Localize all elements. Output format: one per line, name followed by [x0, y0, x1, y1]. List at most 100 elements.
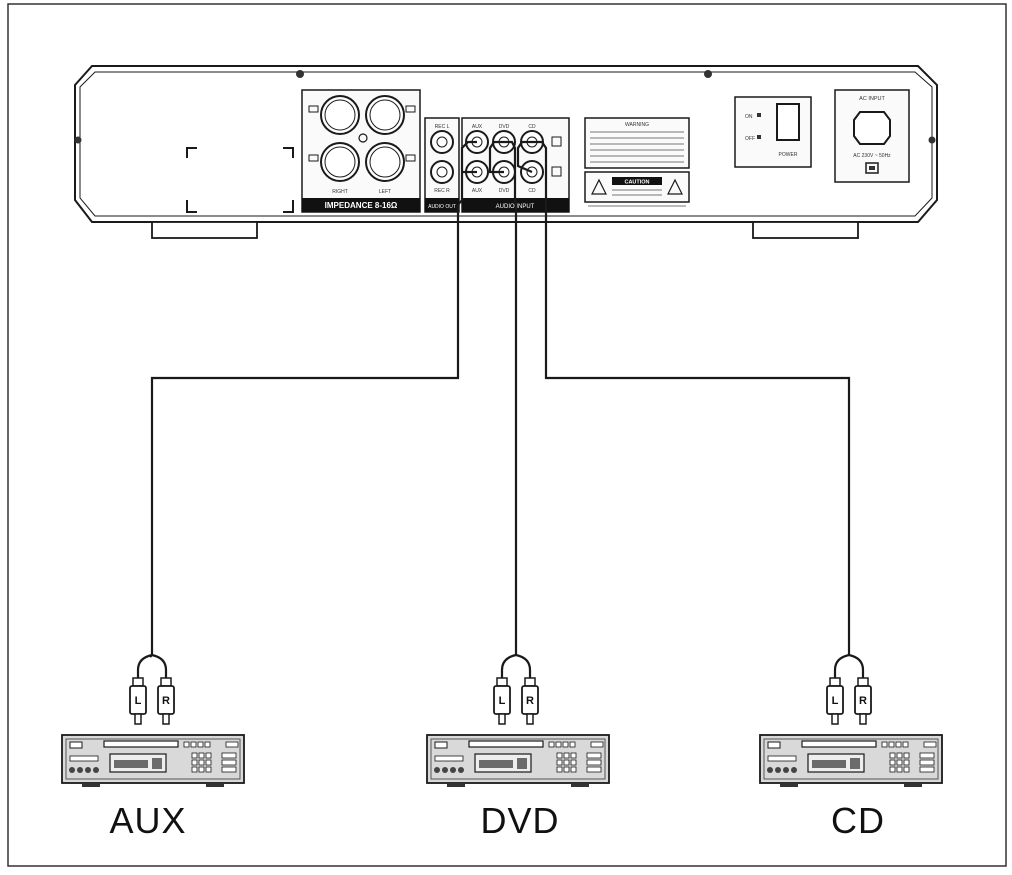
device-key-cd-0-2 [903, 752, 910, 759]
device-knob-cd-3 [791, 767, 797, 773]
rec-footer: AUDIO OUT [428, 204, 456, 210]
device-bezel-cd [763, 738, 939, 780]
device-key-cd-1-2 [903, 759, 910, 766]
device-key-dvd-0-2 [570, 752, 577, 759]
device-key-aux-1-1 [198, 759, 205, 766]
device-side-key-aux-2 [221, 766, 237, 773]
device-top-button-cd-2 [895, 741, 902, 748]
device-power-dvd [434, 741, 448, 749]
rec-l-jack [430, 130, 454, 154]
outer-frame [7, 3, 1007, 867]
plug-collar-aux-right [160, 677, 172, 687]
device-side-key-cd-1 [919, 759, 935, 766]
device-knob-aux-2 [85, 767, 91, 773]
device-top-button-aux-1 [190, 741, 197, 748]
impedance-label: IMPEDANCE 8-16Ω [325, 201, 398, 210]
device-power-cd [767, 741, 781, 749]
speaker-right-label: RIGHT [332, 189, 348, 195]
device-tray-aux [103, 740, 179, 748]
rec-bottom-label: REC R [434, 188, 450, 194]
device-knob-dvd-2 [450, 767, 456, 773]
device-display-icon-cd [850, 758, 860, 769]
device-top-button-aux-2 [197, 741, 204, 748]
device-foot-right-aux [206, 783, 224, 787]
device-key-dvd-2-1 [563, 766, 570, 773]
device-key-cd-2-1 [896, 766, 903, 773]
plug-label-aux-left: L [135, 695, 142, 707]
device-eject-cd [923, 741, 937, 748]
device-key-aux-2-1 [198, 766, 205, 773]
device-display-icon-aux [152, 758, 162, 769]
device-eject-dvd [590, 741, 604, 748]
plug-tip-cd-right [859, 713, 867, 725]
device-side-key-cd-0 [919, 752, 935, 759]
device-label-strip-aux [69, 755, 99, 762]
device-label-strip-dvd [434, 755, 464, 762]
device-label-strip-cd [767, 755, 797, 762]
device-key-aux-2-0 [191, 766, 198, 773]
device-side-key-dvd-0 [586, 752, 602, 759]
plug-tip-dvd-left [498, 713, 506, 725]
speaker-terminal-tl [320, 95, 360, 135]
plug-tip-aux-left [134, 713, 142, 725]
speaker-terminal-bl [320, 142, 360, 182]
plug-label-dvd-left: L [499, 695, 506, 707]
device-foot-left-dvd [447, 783, 465, 787]
device-top-button-cd-3 [902, 741, 909, 748]
power-switch [776, 103, 800, 141]
rec-top-label: REC L [435, 124, 450, 130]
plug-label-cd-right: R [859, 695, 867, 707]
cable-split-dvd [500, 653, 532, 678]
source-devices [61, 734, 943, 787]
device-display-digits-aux [114, 760, 148, 768]
device-key-dvd-0-1 [563, 752, 570, 759]
device-top-button-dvd-2 [562, 741, 569, 748]
foot-right [752, 221, 859, 239]
device-eject-aux [225, 741, 239, 748]
device-tray-dvd [468, 740, 544, 748]
device-foot-right-cd [904, 783, 922, 787]
device-key-cd-2-0 [889, 766, 896, 773]
device-top-button-cd-1 [888, 741, 895, 748]
plug-collar-aux-left [132, 677, 144, 687]
cable-cd [516, 140, 851, 655]
device-key-cd-0-0 [889, 752, 896, 759]
device-key-cd-1-0 [889, 759, 896, 766]
device-top-button-dvd-0 [548, 741, 555, 748]
device-key-dvd-0-0 [556, 752, 563, 759]
screw-side-left [74, 136, 82, 144]
device-foot-left-aux [82, 783, 100, 787]
plug-collar-dvd-right [524, 677, 536, 687]
device-top-button-dvd-3 [569, 741, 576, 748]
device-top-button-dvd-1 [555, 741, 562, 748]
device-display-icon-dvd [517, 758, 527, 769]
cable-aux [149, 140, 477, 658]
device-unit-dvd [426, 734, 610, 787]
device-label-aux: AUX [109, 800, 187, 841]
cable-split-aux [136, 653, 168, 678]
device-label-dvd: DVD [480, 800, 560, 841]
device-top-button-aux-3 [204, 741, 211, 748]
impedance-bar [302, 198, 420, 212]
device-key-aux-0-1 [198, 752, 205, 759]
device-unit-cd [759, 734, 943, 787]
foot-left [151, 221, 258, 239]
device-knob-dvd-3 [458, 767, 464, 773]
device-key-dvd-1-0 [556, 759, 563, 766]
device-side-key-dvd-1 [586, 759, 602, 766]
device-knob-aux-1 [77, 767, 83, 773]
speaker-panel: RIGHT LEFT IMPEDANCE 8-16Ω [301, 89, 421, 213]
device-display-digits-dvd [479, 760, 513, 768]
input-bottom-label-dvd: DVD [499, 188, 510, 194]
device-tray-cd [801, 740, 877, 748]
plug-collar-cd-right [857, 677, 869, 687]
power-panel: ON OFF POWER [734, 96, 812, 168]
vent-brackets [186, 147, 294, 213]
device-key-aux-0-0 [191, 752, 198, 759]
plug-collar-cd-left [829, 677, 841, 687]
input-col-label-cd: CD [528, 124, 536, 130]
